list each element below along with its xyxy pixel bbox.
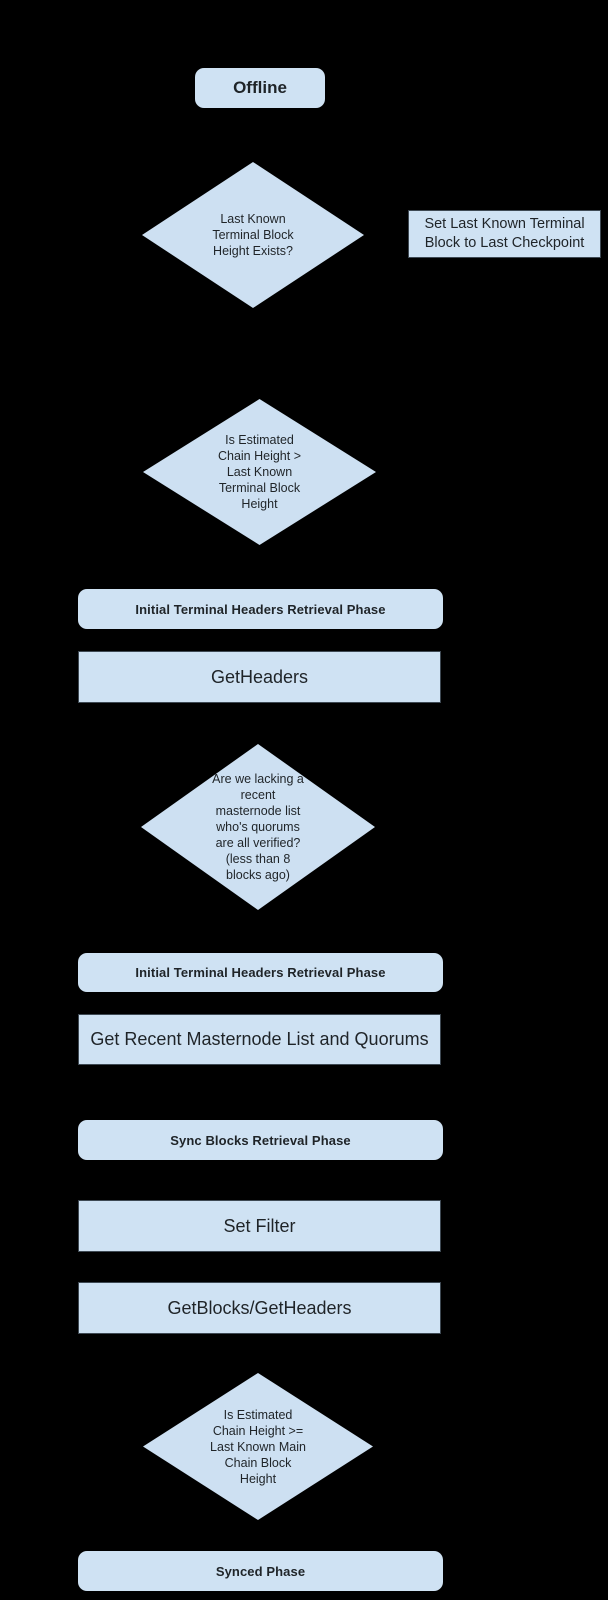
phase-sync-blocks-retrieval: Sync Blocks Retrieval Phase	[78, 1120, 443, 1160]
process-getblocks-getheaders: GetBlocks/GetHeaders	[78, 1282, 441, 1334]
start-node-offline: Offline	[195, 68, 325, 108]
phase-initial-terminal-headers-retrieval-2: Initial Terminal Headers Retrieval Phase	[78, 953, 443, 992]
process-set-filter: Set Filter	[78, 1200, 441, 1252]
process-set-last-known-terminal-block: Set Last Known Terminal Block to Last Ch…	[408, 210, 601, 258]
process-get-recent-masternode-list-quorums: Get Recent Masternode List and Quorums	[78, 1014, 441, 1065]
decision-estimated-height-gte-main-chain: Is Estimated Chain Height >= Last Known …	[143, 1373, 373, 1520]
process-getheaders: GetHeaders	[78, 651, 441, 703]
phase-synced: Synced Phase	[78, 1551, 443, 1591]
decision-last-known-terminal-height-exists: Last Known Terminal Block Height Exists?	[142, 162, 364, 308]
decision-lacking-recent-masternode-list: Are we lacking a recent masternode list …	[141, 744, 375, 910]
decision-estimated-height-gt-terminal: Is Estimated Chain Height > Last Known T…	[143, 399, 376, 545]
phase-initial-terminal-headers-retrieval-1: Initial Terminal Headers Retrieval Phase	[78, 589, 443, 629]
